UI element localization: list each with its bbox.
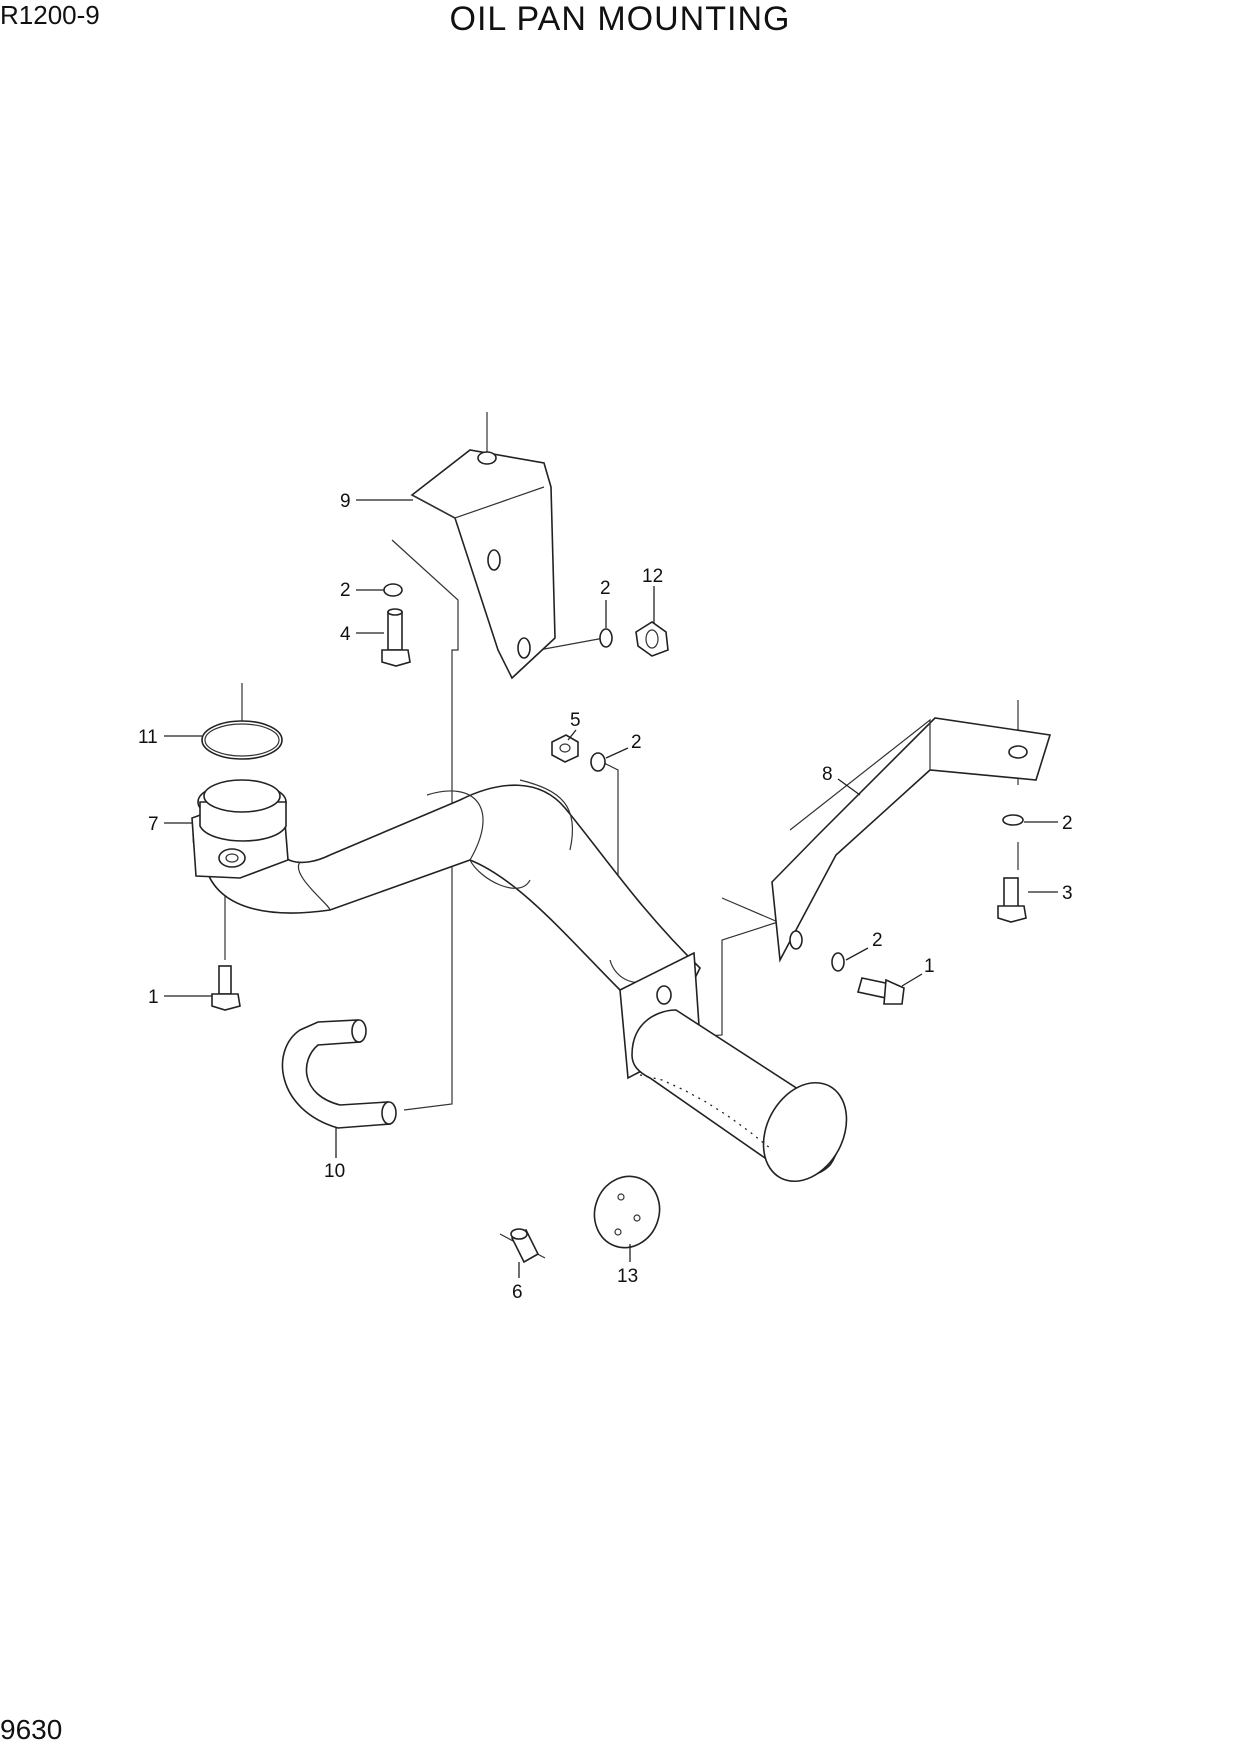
assembly-lines <box>224 412 1019 1259</box>
callout-6: 6 <box>512 1282 523 1303</box>
callout-1-a: 1 <box>148 987 159 1008</box>
callout-2-b: 2 <box>600 578 611 599</box>
callout-2-c: 2 <box>631 732 642 753</box>
o-ring <box>201 720 283 760</box>
page-title: OIL PAN MOUNTING <box>449 0 791 38</box>
cover-plate <box>593 1175 661 1249</box>
page-number: 9630 <box>0 1714 63 1745</box>
callout-12: 12 <box>642 566 663 587</box>
callout-9: 9 <box>340 491 351 512</box>
strainer <box>619 951 848 1183</box>
bolt-1-left <box>211 965 241 1011</box>
callout-2-a: 2 <box>340 580 351 601</box>
callout-11: 11 <box>138 727 158 748</box>
nut-12 <box>635 621 669 657</box>
callout-8: 8 <box>822 764 833 785</box>
callout-1-b: 1 <box>924 956 935 977</box>
bolt-3 <box>997 877 1027 923</box>
callout-7: 7 <box>148 814 159 835</box>
nut-5 <box>551 734 579 763</box>
callout-10: 10 <box>324 1161 345 1182</box>
bolt-4 <box>381 608 411 667</box>
callout-3: 3 <box>1062 883 1073 904</box>
bolt-1-right <box>856 977 905 1005</box>
callout-2-e: 2 <box>872 930 883 951</box>
pipe-flange <box>191 779 289 879</box>
bracket-right <box>771 717 1052 963</box>
u-bolt <box>281 1019 397 1129</box>
callout-4: 4 <box>340 624 351 645</box>
callout-13: 13 <box>617 1266 638 1287</box>
spacer <box>510 1228 540 1264</box>
model-code: R1200-9 <box>0 0 100 30</box>
callout-2-d: 2 <box>1062 813 1073 834</box>
callout-labels: 9 2 4 2 12 11 7 1 5 2 8 2 3 2 1 10 6 13 <box>138 491 1073 1303</box>
bracket-upper <box>410 449 556 680</box>
callout-leaders <box>164 499 1058 1278</box>
washers <box>383 583 1024 972</box>
callout-5: 5 <box>570 710 581 731</box>
